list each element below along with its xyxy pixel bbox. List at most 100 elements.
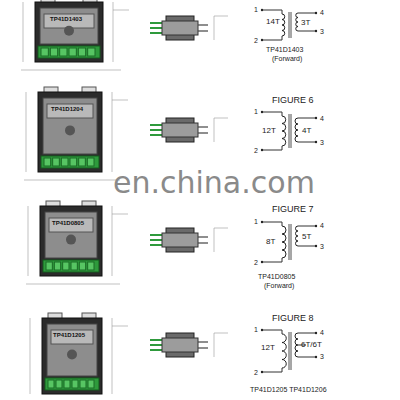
terminal-screw xyxy=(46,262,52,270)
terminal-pin xyxy=(198,30,208,31)
pin-number: 3 xyxy=(320,243,324,250)
terminal-screw xyxy=(88,380,94,388)
terminal-screw xyxy=(41,48,48,56)
wire xyxy=(298,226,316,227)
logo-mark xyxy=(67,349,77,359)
logo-mark xyxy=(65,125,75,135)
wire xyxy=(262,372,282,373)
figure-caption: TP41D1403 xyxy=(266,46,303,53)
wire xyxy=(298,142,316,143)
pin-number: 4 xyxy=(320,329,324,336)
winding-symbol xyxy=(296,13,298,31)
wire xyxy=(298,118,316,119)
dimension-line xyxy=(112,206,113,276)
pin-dot xyxy=(261,9,263,11)
name-plate xyxy=(49,218,93,232)
core-line xyxy=(291,12,292,38)
pin-number: 4 xyxy=(320,115,324,122)
coil-side xyxy=(162,21,198,35)
wire xyxy=(262,10,282,11)
terminal-screw xyxy=(80,380,86,388)
dimension-line xyxy=(214,228,228,229)
pin-dot xyxy=(261,371,263,373)
wire xyxy=(298,246,316,247)
pin-number: 1 xyxy=(254,326,258,333)
wire xyxy=(298,31,316,32)
winding-symbol xyxy=(296,226,299,246)
terminal-screw xyxy=(53,158,60,166)
terminal-screw xyxy=(56,380,62,388)
pin-dot xyxy=(261,261,263,263)
transformer-frame xyxy=(40,206,102,276)
transformer-frame xyxy=(42,318,102,394)
turns-label: 8T xyxy=(266,238,275,246)
pin-number: 2 xyxy=(254,369,258,376)
pin-number: 2 xyxy=(254,147,258,154)
dimension-line xyxy=(214,333,228,334)
winding-symbol xyxy=(282,334,286,368)
terminal-pin xyxy=(198,242,208,243)
pin-number: 1 xyxy=(254,108,258,115)
terminal-screw xyxy=(70,158,77,166)
winding-symbol xyxy=(282,116,286,146)
watermark: en.china.com xyxy=(113,168,315,198)
pin-number: 3 xyxy=(320,139,324,146)
terminal-pin xyxy=(198,236,208,237)
turns-label: 4T xyxy=(302,127,311,135)
wire xyxy=(282,222,283,226)
wire xyxy=(282,258,283,262)
logo-mark xyxy=(64,26,74,36)
wire xyxy=(262,112,282,113)
transformer-frame xyxy=(35,2,103,62)
dimension-line xyxy=(214,118,228,119)
pin-dot xyxy=(315,225,317,227)
core-line xyxy=(291,224,292,260)
terminal-screw xyxy=(44,158,51,166)
dimension-line xyxy=(112,318,113,394)
pin-number: 1 xyxy=(254,6,258,13)
pin-dot xyxy=(261,111,263,113)
dimension-line xyxy=(214,16,215,40)
terminal-screw xyxy=(78,48,85,56)
pin-number: 1 xyxy=(254,218,258,225)
turns-label: 3T xyxy=(301,19,310,27)
core-line xyxy=(289,12,290,38)
winding-symbol xyxy=(295,333,298,357)
terminal-pin xyxy=(198,347,208,348)
dimension-line xyxy=(214,333,215,357)
turns-label: 5T xyxy=(302,233,311,241)
wire xyxy=(298,13,316,14)
dimension-line xyxy=(112,326,128,327)
pin-dot xyxy=(315,12,317,14)
pin-dot xyxy=(261,149,263,151)
terminal-screw xyxy=(64,380,70,388)
turns-label: 6T/6T xyxy=(301,341,322,349)
dimension-line xyxy=(26,92,27,172)
wire xyxy=(262,262,282,263)
wire xyxy=(282,36,283,40)
figure-caption: (Forward) xyxy=(272,55,302,62)
dimension-line xyxy=(28,206,29,276)
transformer-body xyxy=(47,324,97,376)
pin-number: 3 xyxy=(320,353,324,360)
figure-title: FIGURE 7 xyxy=(272,205,314,214)
terminal-screw xyxy=(72,380,78,388)
turns-label: 12T xyxy=(261,344,275,352)
terminal-pin xyxy=(198,341,208,342)
core-line xyxy=(291,114,292,148)
pin-dot xyxy=(315,117,317,119)
coil-side xyxy=(162,123,198,137)
figure-caption: (Forward) xyxy=(264,282,294,289)
turns-label: 14T xyxy=(266,18,280,26)
dimension-line xyxy=(112,214,128,215)
pin-dot xyxy=(261,329,263,331)
pin-dot xyxy=(315,245,317,247)
pin-dot xyxy=(315,332,317,334)
wire xyxy=(282,10,283,14)
dimension-line xyxy=(113,10,129,11)
transformer-frame xyxy=(38,92,102,172)
coil-side xyxy=(162,338,198,352)
pin-dot xyxy=(315,356,317,358)
dimension-line xyxy=(112,92,113,172)
